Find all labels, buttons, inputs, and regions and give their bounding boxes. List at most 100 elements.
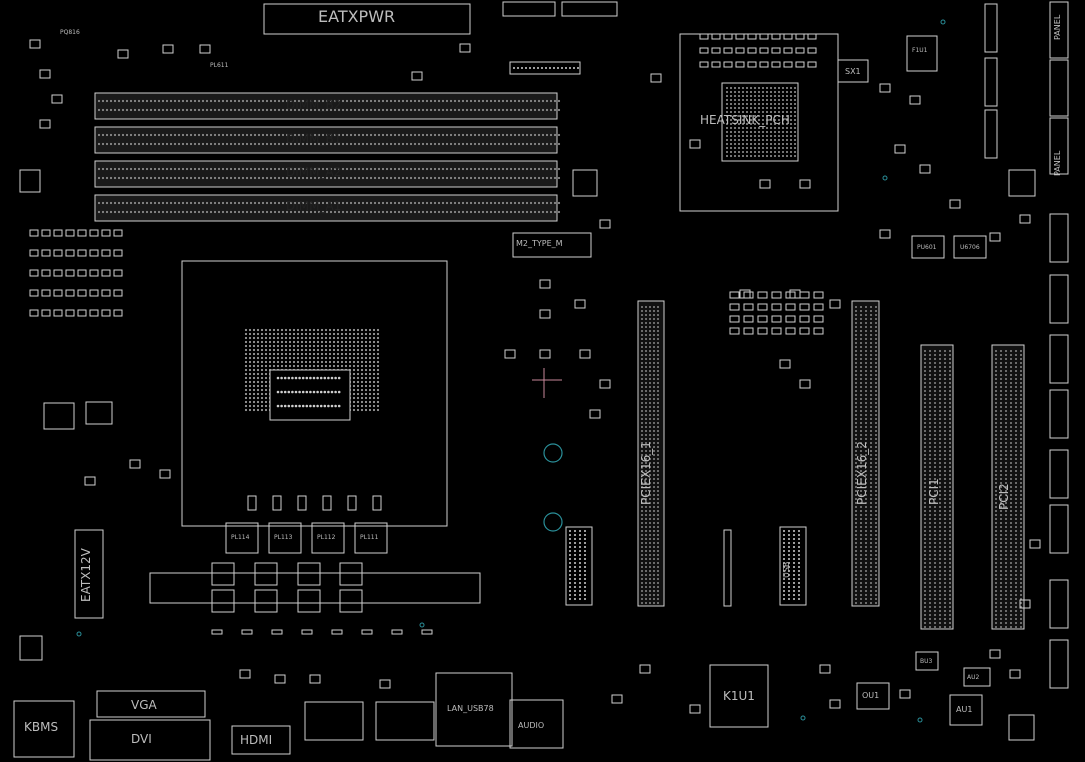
smd-part-9 [650,73,662,83]
accent-dot-4 [800,715,806,721]
dimm-slot-pins-2 [97,133,561,146]
pciex16-1-label: PCIEX16_1 [639,441,653,505]
bottom-passive-3 [301,629,313,635]
left-passive-13 [89,249,99,257]
left-passive-27 [65,289,75,297]
lan-usb-jack [435,672,513,747]
left-passive-38 [101,309,111,317]
au1-label: AU1 [956,705,973,714]
bottom-passive-0 [211,629,223,635]
smd-part-19 [574,299,586,309]
pch-passive-12 [723,47,733,54]
smd-part-18 [539,309,551,319]
left-passive-36 [77,309,87,317]
left-passive-20 [77,269,87,277]
vrm-cap-0 [247,495,257,511]
smd-part-44 [829,699,841,709]
vrm-inductor-bottom-2 [297,589,321,613]
smd-part-2 [51,94,63,104]
pcie-passive-9 [757,303,768,311]
pch-heatsink-outline [679,33,839,212]
vga-connector [96,690,206,718]
right-pin-header-6 [1049,579,1069,629]
pch-passive-16 [771,47,781,54]
m2-slot-label: M2_TYPE_M [516,239,563,248]
smd-part-43 [819,664,831,674]
pcie-passive-25 [785,327,796,335]
left-ic-2 [85,401,113,425]
right-header-1 [1049,59,1069,117]
pci1-slot-pins [924,350,951,628]
pch-chip-balls [726,87,796,157]
top-connector-strip [509,61,581,75]
left-passive-9 [41,249,51,257]
pch-passive-3 [735,33,745,40]
pch-passive-26 [771,61,781,68]
left-passive-31 [113,289,123,297]
left-passive-5 [89,229,99,237]
pch-passive-5 [759,33,769,40]
bottom-passive-14 [391,629,403,635]
smd-part-40 [611,694,623,704]
pcie-passive-11 [785,303,796,311]
left-passive-10 [53,249,63,257]
smd-part-13 [919,164,931,174]
dimm-slot-2 [94,126,558,154]
left-passive-19 [65,269,75,277]
power-ic-0 [911,235,945,259]
left-passive-30 [101,289,111,297]
eatx12v-label: EATX12V [79,548,93,602]
panel-mid-label: PANEL [1053,150,1062,176]
smd-part-14 [949,199,961,209]
heatsink-pch-label: HEATSINK_PCH [700,113,790,127]
pcie-passive-16 [757,315,768,323]
smd-part-27 [739,289,751,299]
right-pin-header-2 [1049,334,1069,384]
pcie-passive-0 [729,291,740,299]
eatxpwr-connector [263,3,471,35]
smd-part-34 [159,469,171,479]
bottom-passive-2 [271,629,283,635]
dimm-slot-pins-3 [97,167,561,180]
pl611-label: PL611 [210,62,229,69]
pch-passive-0 [699,33,709,40]
au2-chip [963,667,991,687]
hdmi-connector [231,725,291,755]
smd-part-42 [639,664,651,674]
sx1-chip [837,59,869,83]
bottom-passive-15 [421,629,433,635]
right-header-0 [1049,1,1069,59]
right-pin-header-0 [1049,213,1069,263]
smd-part-3 [39,119,51,129]
pch-passive-10 [699,47,709,54]
smd-part-49 [1029,539,1041,549]
smd-part-50 [879,229,891,239]
right-pin-header-1 [1049,274,1069,324]
usb-header [779,526,807,606]
pcie-passive-22 [743,327,754,335]
smd-part-21 [539,349,551,359]
left-passive-37 [89,309,99,317]
pcie-passive-6 [813,291,824,299]
smd-part-8 [459,43,471,53]
pch-passive-17 [783,47,793,54]
k1u1-label: K1U1 [723,689,755,703]
dimm-slot-1 [94,92,558,120]
left-passive-32 [29,309,39,317]
left-passive-25 [41,289,51,297]
right-edge-chip [1008,169,1036,197]
dvi-connector [89,719,211,761]
left-passive-15 [113,249,123,257]
usb-header-pins [783,530,800,600]
eatxpwr-label: EATXPWR [318,7,396,26]
smd-part-16 [1019,214,1031,224]
hdmi-label: HDMI [240,733,273,747]
left-passive-1 [41,229,51,237]
smd-part-25 [759,179,771,189]
pcie-passive-5 [799,291,810,299]
right-pin-header-5 [1049,504,1069,554]
cpu-socket-pads [244,328,380,412]
dvi-label: DVI [131,732,152,746]
pch-passive-21 [711,61,721,68]
